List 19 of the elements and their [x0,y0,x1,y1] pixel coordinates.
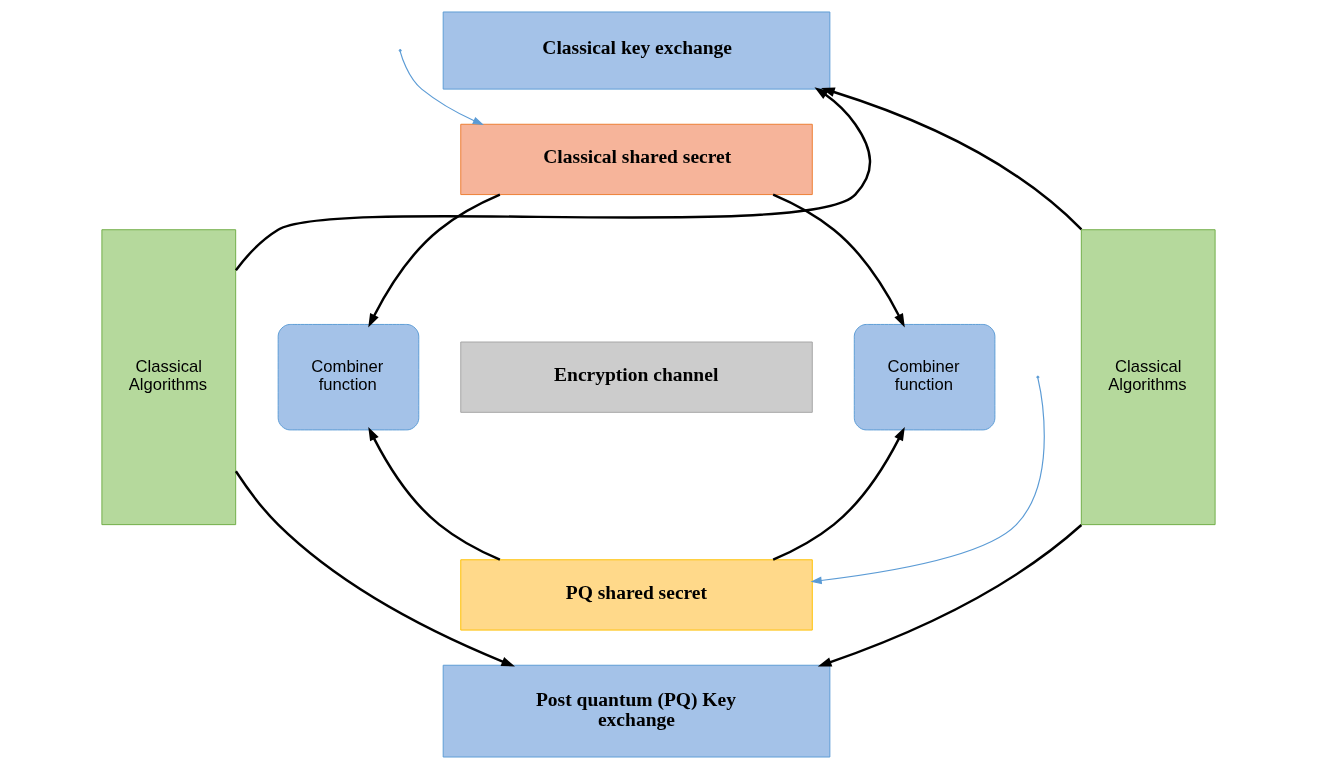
arrow [399,51,484,125]
arrow [821,87,1083,231]
arrow [234,470,516,667]
arrow [234,87,871,272]
node-box: Post quantum (PQ) Key exchange [442,664,831,758]
node-box: PQ shared secret [460,559,813,631]
arrow [810,377,1045,585]
node-box: Combiner function [853,323,996,431]
node-box: Classical key exchange [442,11,831,90]
arrow [368,193,501,328]
node-box: Combiner function [277,323,420,431]
node-box: Classical Algorithms [101,229,237,526]
arrow [368,426,501,561]
arrow [817,524,1083,667]
arrow [772,193,905,328]
node-box: Encryption channel [460,341,813,413]
node-box: Classical shared secret [460,123,813,196]
arrow [772,426,905,561]
node-box: Classical Algorithms [1080,229,1216,526]
